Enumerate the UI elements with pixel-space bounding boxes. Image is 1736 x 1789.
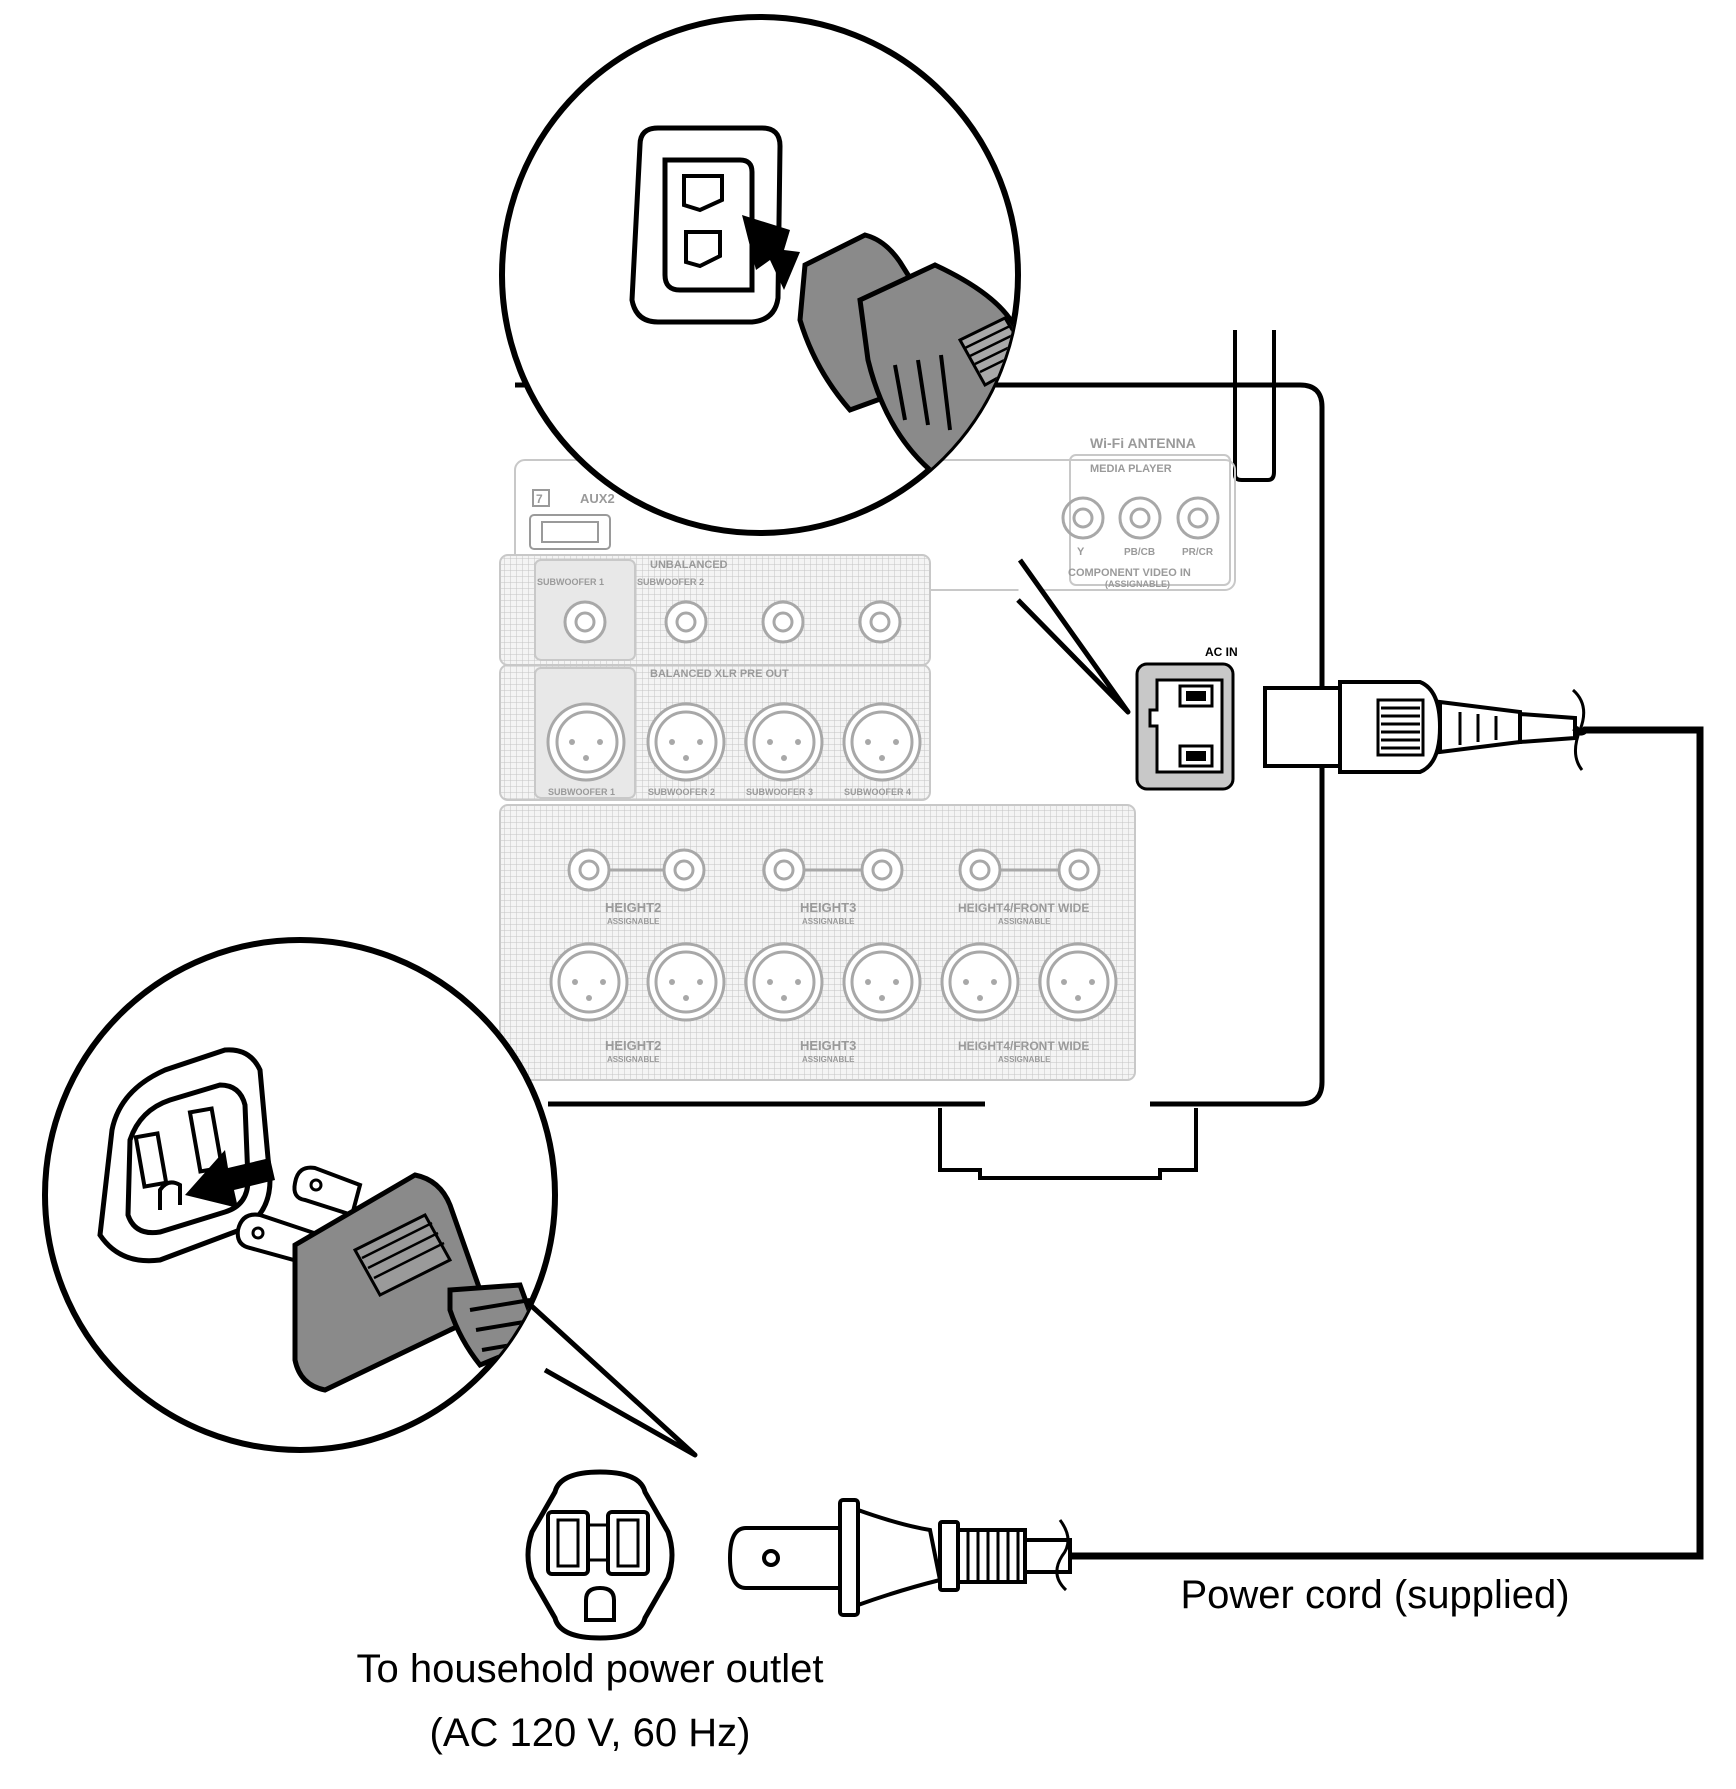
unbalanced-rca-jacks <box>563 600 902 644</box>
iec-plug-right <box>1263 680 1577 774</box>
outlet-caption-line1: To household power outlet <box>357 1647 824 1691</box>
height3-rca-label: HEIGHT3 <box>800 900 856 915</box>
receiver-rear-panel: Wi-Fi ANTENNA MEDIA PLAYER Y PB/CB PR/CR… <box>499 330 1325 1180</box>
insert-arrow-top <box>742 215 800 290</box>
height4-rca-assignable: ASSIGNABLE <box>998 917 1051 926</box>
ac-plug-bottom <box>727 1498 1072 1617</box>
height3-xlr-label: HEIGHT3 <box>800 1038 856 1053</box>
height2-rca-assignable: ASSIGNABLE <box>607 917 660 926</box>
component-video-box <box>1069 454 1231 586</box>
height2-xlr-assignable: ASSIGNABLE <box>607 1055 660 1064</box>
height4-xlr-label: HEIGHT4/FRONT WIDE <box>958 1039 1089 1053</box>
sub1-rca-label: SUBWOOFER 1 <box>537 577 604 587</box>
hdmi-number-label: 7 <box>536 492 543 506</box>
unbalanced-label: UNBALANCED <box>650 559 728 571</box>
height2-rca-label: HEIGHT2 <box>605 900 661 915</box>
component-y-label: Y <box>1077 546 1085 558</box>
height3-rca-assignable: ASSIGNABLE <box>802 917 855 926</box>
power-cord-caption: Power cord (supplied) <box>1180 1573 1569 1617</box>
aux-label: AUX2 <box>580 491 615 506</box>
height2-xlr-label: HEIGHT2 <box>605 1038 661 1053</box>
hdmi-port <box>529 514 611 550</box>
height3-xlr-assignable: ASSIGNABLE <box>802 1055 855 1064</box>
component-pr-label: PR/CR <box>1182 547 1214 558</box>
sub2-xlr-label: SUBWOOFER 2 <box>648 787 715 797</box>
height-xlr-jacks <box>549 942 1118 1022</box>
power-cord <box>1070 725 1704 1560</box>
wifi-antenna-label: Wi-Fi ANTENNA <box>1090 435 1196 451</box>
insert-arrow-bottom <box>185 1150 275 1208</box>
wifi-antenna <box>1233 330 1276 482</box>
component-pb-label: PB/CB <box>1124 547 1155 558</box>
xlr-subwoofer-jacks <box>546 702 922 782</box>
wall-plug-magnifier <box>42 937 698 1458</box>
chassis-foot <box>938 1108 1198 1180</box>
height4-xlr-assignable: ASSIGNABLE <box>998 1055 1051 1064</box>
wall-outlet-icon <box>525 1469 675 1641</box>
media-player-label: MEDIA PLAYER <box>1090 463 1172 475</box>
sub3-xlr-label: SUBWOOFER 3 <box>746 787 813 797</box>
height4-rca-label: HEIGHT4/FRONT WIDE <box>958 901 1089 915</box>
component-video-in-label: COMPONENT VIDEO IN <box>1068 567 1191 579</box>
ac-in-label: AC IN <box>1205 645 1238 659</box>
component-assignable-label: (ASSIGNABLE) <box>1105 579 1170 589</box>
component-jacks <box>1061 496 1220 540</box>
sub2-rca-label: SUBWOOFER 2 <box>637 577 704 587</box>
outlet-caption-line2: (AC 120 V, 60 Hz) <box>430 1711 751 1755</box>
sub4-xlr-label: SUBWOOFER 4 <box>844 787 911 797</box>
balanced-xlr-label: BALANCED XLR PRE OUT <box>650 668 789 680</box>
sub1-xlr-label: SUBWOOFER 1 <box>548 787 615 797</box>
